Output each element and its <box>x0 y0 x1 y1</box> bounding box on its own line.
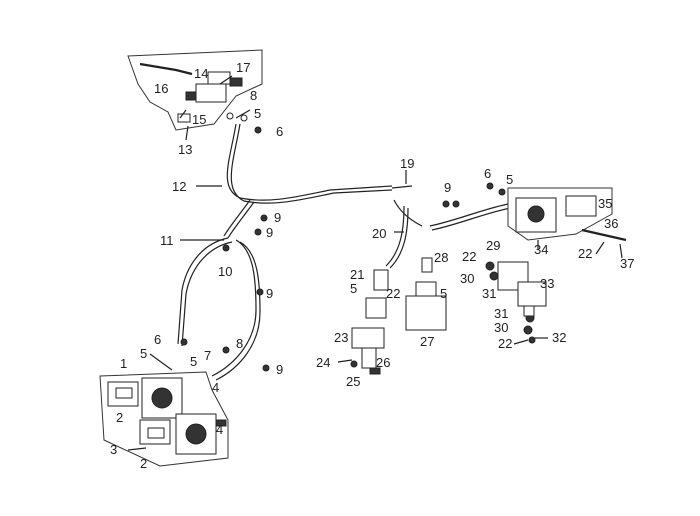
part-label: 30 <box>460 271 474 286</box>
part-label: 23 <box>334 330 348 345</box>
part-label: 9 <box>274 210 281 225</box>
part-label: 29 <box>486 238 500 253</box>
part-label: 13 <box>178 142 192 157</box>
part-label: 35 <box>598 196 612 211</box>
part-label: 22 <box>386 286 400 301</box>
part-label: 22 <box>578 246 592 261</box>
brake-hoses <box>177 123 511 381</box>
part-label: 9 <box>266 225 273 240</box>
part-label: 19 <box>400 156 414 171</box>
part-label: 2 <box>140 456 147 471</box>
part-label: 25 <box>346 374 360 389</box>
rear-master-cylinder-group <box>337 257 447 375</box>
part-label: 31 <box>482 286 496 301</box>
part-label: 6 <box>154 332 161 347</box>
part-label: 6 <box>484 166 491 181</box>
part-label: 36 <box>604 216 618 231</box>
part-label: 24 <box>316 355 330 370</box>
part-label: 20 <box>372 226 386 241</box>
part-label: 5 <box>254 106 261 121</box>
part-label: 11 <box>160 233 174 248</box>
part-label: 27 <box>420 334 434 349</box>
part-label: 16 <box>154 81 168 96</box>
part-label: 2 <box>116 410 123 425</box>
part-label: 12 <box>172 179 186 194</box>
part-label: 5 <box>440 286 447 301</box>
part-label: 4 <box>216 422 223 437</box>
part-label: 22 <box>498 336 512 351</box>
part-label: 5 <box>506 172 513 187</box>
part-label: 9 <box>266 286 273 301</box>
part-label: 31 <box>494 306 508 321</box>
handlebar-master-cylinder-group <box>127 49 263 134</box>
part-label: 8 <box>236 336 243 351</box>
part-label: 15 <box>192 112 206 127</box>
part-label: 33 <box>540 276 554 291</box>
leader-lines <box>127 75 623 451</box>
part-label: 14 <box>194 66 208 81</box>
part-label: 8 <box>250 88 257 103</box>
part-label: 6 <box>276 124 283 139</box>
part-label: 3 <box>110 442 117 457</box>
part-label: 30 <box>494 320 508 335</box>
part-labels: 16 14 17 8 5 15 6 13 12 9 9 11 10 9 6 5 … <box>110 60 634 471</box>
part-label: 5 <box>190 354 197 369</box>
part-label: 22 <box>462 249 476 264</box>
part-label: 32 <box>552 330 566 345</box>
part-label: 10 <box>218 264 232 279</box>
part-label: 37 <box>620 256 634 271</box>
part-label: 9 <box>276 362 283 377</box>
part-label: 5 <box>350 281 357 296</box>
part-label: 7 <box>204 348 211 363</box>
part-label: 26 <box>376 355 390 370</box>
part-label: 1 <box>120 356 127 371</box>
rear-caliper-group <box>497 187 627 317</box>
fasteners <box>180 182 536 386</box>
part-label: 21 <box>350 267 364 282</box>
part-label: 9 <box>444 180 451 195</box>
part-label: 34 <box>534 242 548 257</box>
part-label: 28 <box>434 250 448 265</box>
part-label: 5 <box>140 346 147 361</box>
part-label: 17 <box>236 60 250 75</box>
part-label: 4 <box>212 380 219 395</box>
front-caliper-group <box>99 371 229 467</box>
